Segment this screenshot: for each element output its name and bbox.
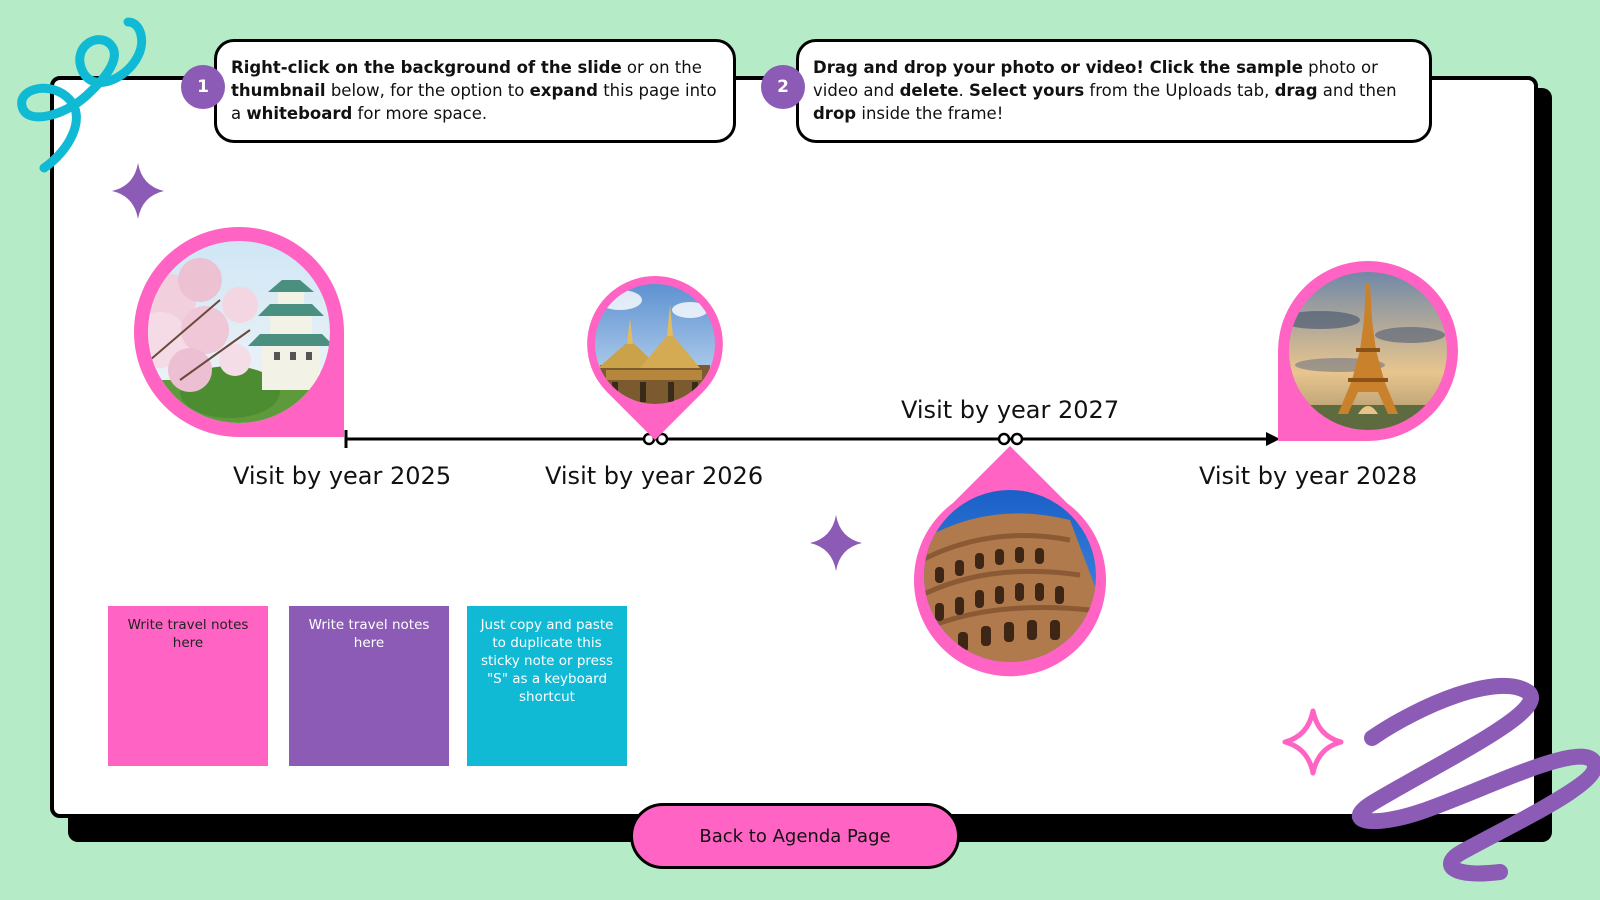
instruction-text-1: Right-click on the background of the sli… (231, 58, 717, 123)
photo-osaka-castle[interactable] (148, 241, 330, 423)
sparkle-icon (810, 515, 862, 571)
callout-2-text-run: . (958, 81, 970, 100)
photo-thai-temple[interactable] (595, 284, 715, 404)
milestone-label-2026: Visit by year 2026 (545, 462, 764, 490)
pin-2026-photo-frame (587, 276, 723, 440)
callout-1-text-run: expand (529, 81, 598, 100)
milestone-label-2027: Visit by year 2027 (901, 396, 1120, 424)
instruction-callout-1: Right-click on the background of the sli… (214, 39, 736, 143)
teal-squiggle-decoration (17, 17, 147, 173)
callout-1-text-run: thumbnail (231, 81, 326, 100)
callout-1-text-run: this page into a (231, 81, 717, 123)
sticky-note-pink[interactable]: Write travel notes here (108, 606, 268, 766)
pin-2025-photo-frame (134, 227, 344, 437)
pin-2027-photo-frame (914, 446, 1106, 677)
photo-eiffel-tower[interactable] (1289, 272, 1447, 430)
sparkle-icon (112, 163, 164, 219)
callout-2-text-run: delete (899, 81, 959, 100)
instruction-text-2: Drag and drop your photo or video! Click… (813, 58, 1397, 123)
step-badge-2: 2 (761, 65, 805, 109)
instruction-callout-2: Drag and drop your photo or video! Click… (796, 39, 1432, 143)
sparkle-outline-icon (1282, 708, 1344, 776)
callout-2-text-run: Drag and drop your photo or video! Click… (813, 58, 1303, 77)
callout-1-text-run: below, for the option to (325, 81, 530, 100)
callout-1-text-run: or on the (621, 58, 702, 77)
timeline-node (655, 432, 669, 446)
callout-2-text-run: from the Uploads tab, (1084, 81, 1275, 100)
step-badge-1: 1 (181, 65, 225, 109)
back-to-agenda-button[interactable]: Back to Agenda Page (630, 803, 960, 869)
callout-1-text-run: Right-click on the background of the sli… (231, 58, 622, 77)
photo-colosseum[interactable] (924, 490, 1096, 662)
milestone-label-2025: Visit by year 2025 (233, 462, 452, 490)
callout-1-text-run: for more space. (352, 104, 488, 123)
pin-2028-photo-frame (1278, 261, 1458, 441)
callout-2-text-run: drop (813, 104, 857, 123)
callout-2-text-run: Select yours (969, 81, 1085, 100)
milestone-label-2028: Visit by year 2028 (1199, 462, 1418, 490)
callout-1-text-run: whiteboard (246, 104, 353, 123)
purple-scribble-decoration (1352, 677, 1600, 882)
sticky-note-teal[interactable]: Just copy and paste to duplicate this st… (467, 606, 627, 766)
callout-2-text-run: and then (1317, 81, 1397, 100)
back-to-agenda-label: Back to Agenda Page (699, 825, 891, 847)
callout-2-text-run: photo or video and (813, 58, 1378, 100)
timeline-node (997, 432, 1011, 446)
callout-2-text-run: drag (1274, 81, 1318, 100)
callout-2-text-run: inside the frame! (856, 104, 1004, 123)
timeline-arrowhead (1266, 432, 1280, 446)
sticky-note-purple[interactable]: Write travel notes here (289, 606, 449, 766)
timeline-node (1010, 432, 1024, 446)
